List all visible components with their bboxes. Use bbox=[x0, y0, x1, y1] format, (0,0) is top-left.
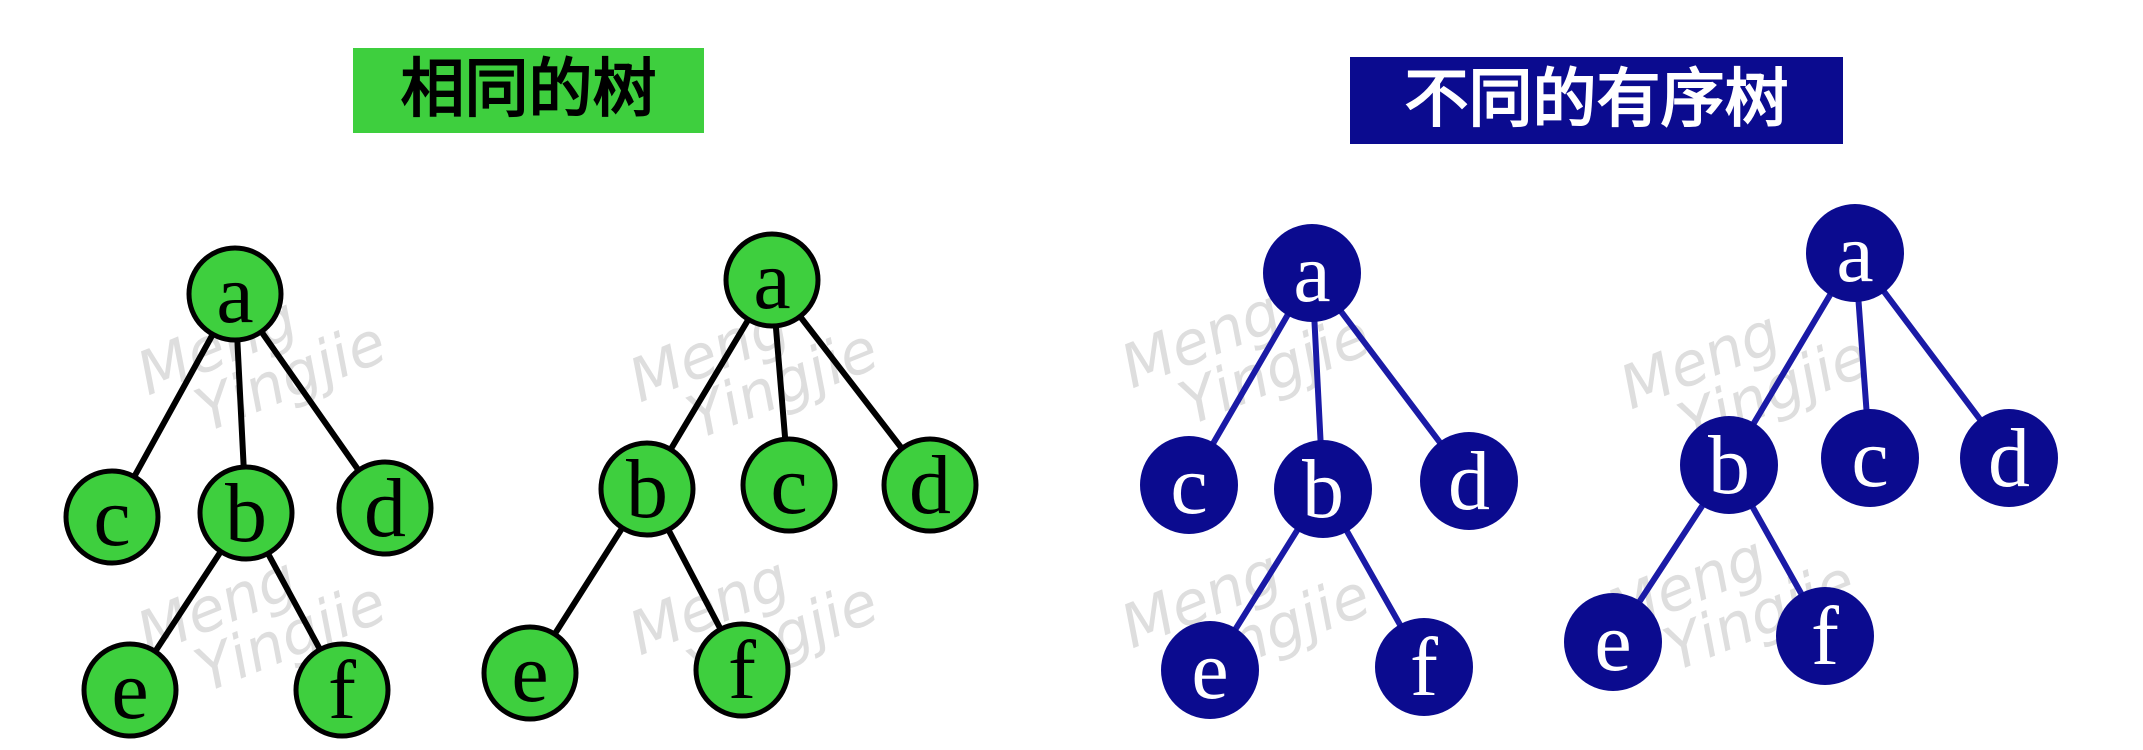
node-e: e bbox=[1161, 621, 1259, 719]
node-label: d bbox=[1988, 412, 2030, 505]
node-circle bbox=[63, 468, 161, 566]
node-f: f bbox=[293, 641, 391, 739]
node-circle bbox=[881, 436, 979, 534]
node-c: c bbox=[1140, 436, 1238, 534]
node-f: f bbox=[693, 621, 791, 719]
node-circle bbox=[186, 245, 284, 343]
node-label: e bbox=[111, 644, 148, 737]
node-label: a bbox=[216, 248, 253, 341]
node-label: c bbox=[770, 439, 807, 532]
node-c: c bbox=[740, 436, 838, 534]
node-b: b bbox=[598, 440, 696, 538]
node-label: d bbox=[909, 439, 951, 532]
node-a: a bbox=[1263, 224, 1361, 322]
node-label: e bbox=[1191, 624, 1228, 717]
node-d: d bbox=[881, 436, 979, 534]
node-label: a bbox=[1836, 207, 1873, 300]
node-circle bbox=[1776, 587, 1874, 685]
same-trees-title: 相同的树 bbox=[353, 48, 704, 133]
node-circle bbox=[740, 436, 838, 534]
node-label: a bbox=[753, 234, 790, 327]
tree-1-same: a c b d e f bbox=[63, 245, 434, 739]
node-d: d bbox=[336, 459, 434, 557]
node-c: c bbox=[63, 468, 161, 566]
node-circle bbox=[1680, 416, 1778, 514]
node-label: b bbox=[225, 467, 267, 560]
node-f: f bbox=[1375, 618, 1473, 716]
node-circle bbox=[1263, 224, 1361, 322]
tree-3-ordered: a c b d e f bbox=[1140, 224, 1518, 719]
node-circle bbox=[1821, 409, 1919, 507]
node-circle bbox=[1564, 593, 1662, 691]
node-label: f bbox=[328, 644, 356, 737]
node-circle bbox=[197, 464, 295, 562]
node-c: c bbox=[1821, 409, 1919, 507]
node-circle bbox=[1161, 621, 1259, 719]
node-e: e bbox=[481, 624, 579, 722]
node-circle bbox=[1806, 204, 1904, 302]
node-label: f bbox=[1410, 621, 1438, 714]
node-label: f bbox=[1811, 590, 1839, 683]
node-circle bbox=[481, 624, 579, 722]
node-circle bbox=[81, 641, 179, 739]
node-circle bbox=[293, 641, 391, 739]
node-b: b bbox=[1274, 440, 1372, 538]
node-a: a bbox=[186, 245, 284, 343]
node-label: c bbox=[1851, 412, 1888, 505]
node-label: f bbox=[728, 624, 756, 717]
node-b: b bbox=[1680, 416, 1778, 514]
ordered-trees-title: 不同的有序树 bbox=[1350, 57, 1843, 144]
node-a: a bbox=[1806, 204, 1904, 302]
node-a: a bbox=[723, 231, 821, 329]
node-circle bbox=[1274, 440, 1372, 538]
node-b: b bbox=[197, 464, 295, 562]
node-label: b bbox=[626, 443, 668, 536]
node-circle bbox=[1375, 618, 1473, 716]
node-circle bbox=[693, 621, 791, 719]
node-d: d bbox=[1420, 432, 1518, 530]
node-label: d bbox=[364, 462, 406, 555]
node-label: d bbox=[1448, 435, 1490, 528]
node-circle bbox=[723, 231, 821, 329]
tree-2-same: a b c d e f bbox=[481, 231, 979, 722]
node-label: c bbox=[93, 471, 130, 564]
node-label: e bbox=[1594, 596, 1631, 689]
node-e: e bbox=[81, 641, 179, 739]
node-label: b bbox=[1302, 443, 1344, 536]
node-circle bbox=[1960, 409, 2058, 507]
node-label: c bbox=[1170, 439, 1207, 532]
node-circle bbox=[1420, 432, 1518, 530]
node-e: e bbox=[1564, 593, 1662, 691]
node-circle bbox=[598, 440, 696, 538]
node-label: b bbox=[1708, 419, 1750, 512]
tree-4-ordered: a b c d e f bbox=[1564, 204, 2058, 691]
node-circle bbox=[336, 459, 434, 557]
node-circle bbox=[1140, 436, 1238, 534]
node-label: e bbox=[511, 627, 548, 720]
node-d: d bbox=[1960, 409, 2058, 507]
node-f: f bbox=[1776, 587, 1874, 685]
node-label: a bbox=[1293, 227, 1330, 320]
